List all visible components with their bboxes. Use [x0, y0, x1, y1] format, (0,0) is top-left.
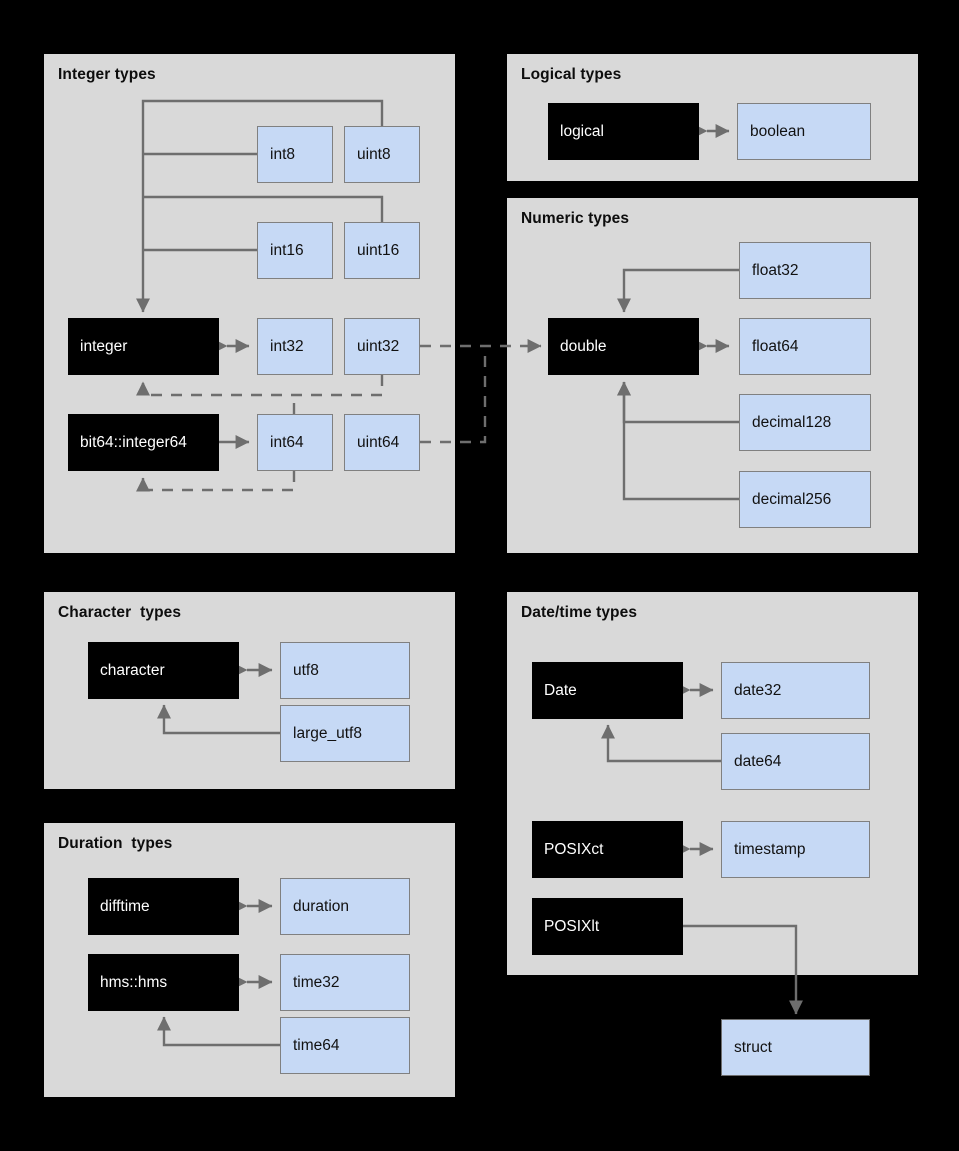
node-arrow-struct[interactable]: struct — [721, 1019, 870, 1076]
node-label: double — [560, 337, 607, 355]
node-arrow-uint32[interactable]: uint32 — [344, 318, 420, 375]
node-arrow-float32[interactable]: float32 — [739, 242, 871, 299]
node-r-character[interactable]: character — [88, 642, 239, 699]
panel-title-duration-types: Duration types — [58, 835, 173, 852]
node-arrow-int32[interactable]: int32 — [257, 318, 333, 375]
node-r-double[interactable]: double — [548, 318, 699, 375]
node-label: uint16 — [357, 241, 400, 259]
node-label: float32 — [752, 261, 799, 279]
node-r-hms-hms[interactable]: hms::hms — [88, 954, 239, 1011]
node-arrow-timestamp[interactable]: timestamp — [721, 821, 870, 878]
node-label: utf8 — [293, 661, 319, 679]
node-label: struct — [734, 1038, 772, 1056]
node-label: int64 — [270, 433, 304, 451]
node-r-logical[interactable]: logical — [548, 103, 699, 160]
node-r-posixlt[interactable]: POSIXlt — [532, 898, 683, 955]
node-r-difftime[interactable]: difftime — [88, 878, 239, 935]
node-arrow-decimal256[interactable]: decimal256 — [739, 471, 871, 528]
node-label: POSIXlt — [544, 917, 600, 935]
node-label: duration — [293, 897, 350, 915]
node-label: decimal256 — [752, 490, 832, 508]
panel-title-integer-types: Integer types — [58, 66, 156, 83]
panel-title-logical-types: Logical types — [521, 66, 622, 83]
node-label: difftime — [100, 897, 150, 915]
node-label: Date — [544, 681, 577, 699]
panel-title-datetime-types: Date/time types — [521, 604, 638, 621]
node-arrow-int64[interactable]: int64 — [257, 414, 333, 471]
node-label: date64 — [734, 752, 782, 770]
node-arrow-time64[interactable]: time64 — [280, 1017, 410, 1074]
node-arrow-decimal128[interactable]: decimal128 — [739, 394, 871, 451]
node-label: time32 — [293, 973, 340, 991]
node-label: hms::hms — [100, 973, 168, 991]
node-r-bit64-integer64[interactable]: bit64::integer64 — [68, 414, 219, 471]
node-label: integer — [80, 337, 128, 355]
node-arrow-float64[interactable]: float64 — [739, 318, 871, 375]
node-r-integer[interactable]: integer — [68, 318, 219, 375]
node-label: int32 — [270, 337, 304, 355]
node-label: POSIXct — [544, 840, 604, 858]
node-label: logical — [560, 122, 604, 140]
node-label: date32 — [734, 681, 782, 699]
node-arrow-date32[interactable]: date32 — [721, 662, 870, 719]
panel-title-character-types: Character types — [58, 604, 182, 621]
node-label: uint32 — [357, 337, 400, 355]
panel-title-numeric-types: Numeric types — [521, 210, 630, 227]
node-arrow-large-utf8[interactable]: large_utf8 — [280, 705, 410, 762]
node-arrow-date64[interactable]: date64 — [721, 733, 870, 790]
node-arrow-uint16[interactable]: uint16 — [344, 222, 420, 279]
node-label: uint8 — [357, 145, 391, 163]
node-arrow-uint64[interactable]: uint64 — [344, 414, 420, 471]
node-label: character — [100, 661, 165, 679]
node-label: timestamp — [734, 840, 806, 858]
node-arrow-uint8[interactable]: uint8 — [344, 126, 420, 183]
node-r-date[interactable]: Date — [532, 662, 683, 719]
node-label: int16 — [270, 241, 304, 259]
node-arrow-duration[interactable]: duration — [280, 878, 410, 935]
node-label: boolean — [750, 122, 806, 140]
node-arrow-time32[interactable]: time32 — [280, 954, 410, 1011]
node-label: int8 — [270, 145, 295, 163]
node-label: uint64 — [357, 433, 400, 451]
node-arrow-int16[interactable]: int16 — [257, 222, 333, 279]
node-arrow-utf8[interactable]: utf8 — [280, 642, 410, 699]
node-label: bit64::integer64 — [80, 433, 187, 451]
node-label: float64 — [752, 337, 799, 355]
node-label: decimal128 — [752, 413, 832, 431]
node-label: large_utf8 — [293, 724, 362, 742]
node-label: time64 — [293, 1036, 340, 1054]
node-arrow-int8[interactable]: int8 — [257, 126, 333, 183]
node-arrow-boolean[interactable]: boolean — [737, 103, 871, 160]
node-r-posixct[interactable]: POSIXct — [532, 821, 683, 878]
